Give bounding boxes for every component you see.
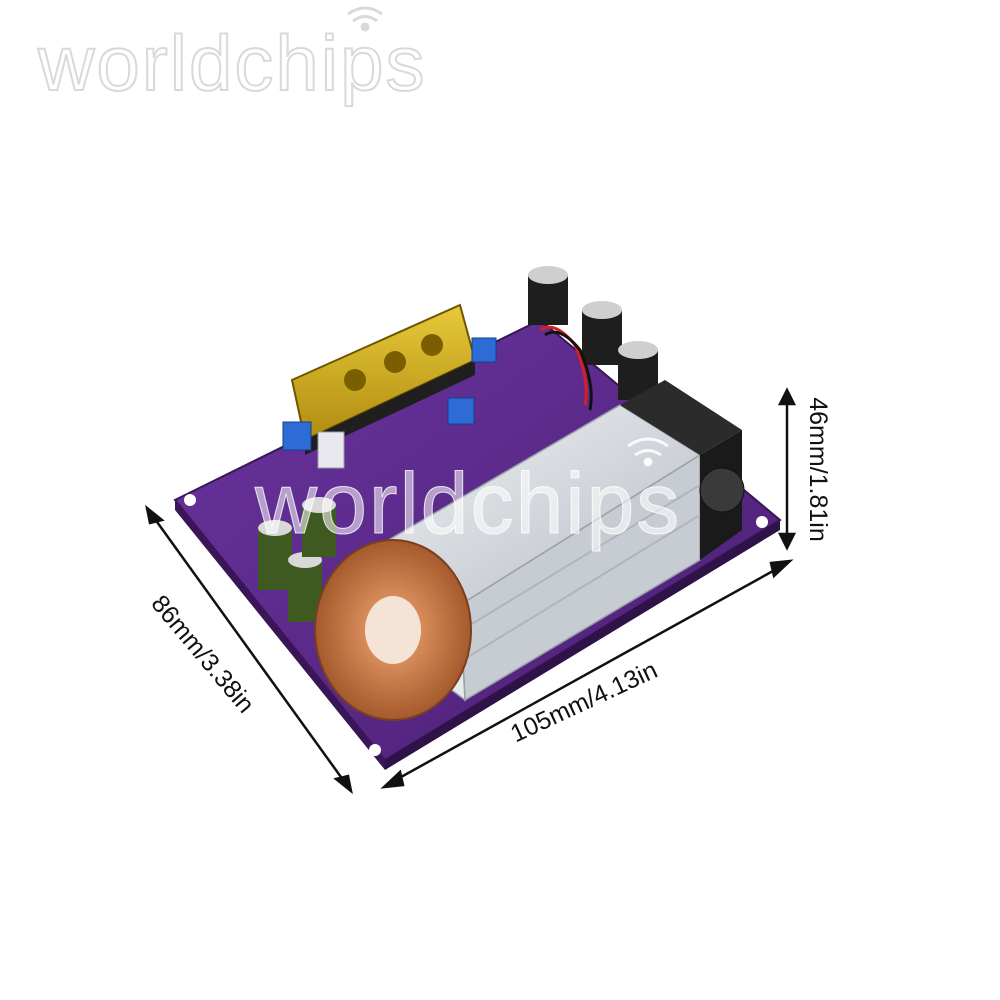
dimension-arrow-height [777, 387, 797, 551]
mount-hole [184, 494, 196, 506]
potentiometer [282, 421, 312, 451]
wifi-icon [627, 437, 669, 467]
black-wire [544, 330, 593, 411]
fuse [317, 431, 345, 469]
dimension-arrow-depth [145, 504, 353, 795]
cooling-fan [620, 380, 745, 560]
capacitor-group-left [258, 497, 336, 622]
dimension-arrow-width [380, 559, 794, 789]
toroid-inductor [314, 539, 472, 721]
wifi-icon [347, 6, 383, 32]
screw-terminal [290, 303, 477, 455]
potentiometer [471, 337, 497, 363]
potentiometer [447, 397, 475, 425]
watermark-logo-top: worldchips [37, 18, 427, 108]
capacitor-group-top [528, 266, 658, 411]
dimension-label-height: 46mm/1.81in [803, 397, 832, 542]
mount-hole [756, 516, 768, 528]
watermark-logo-center: worldchips [254, 456, 682, 553]
mount-hole [369, 744, 381, 756]
